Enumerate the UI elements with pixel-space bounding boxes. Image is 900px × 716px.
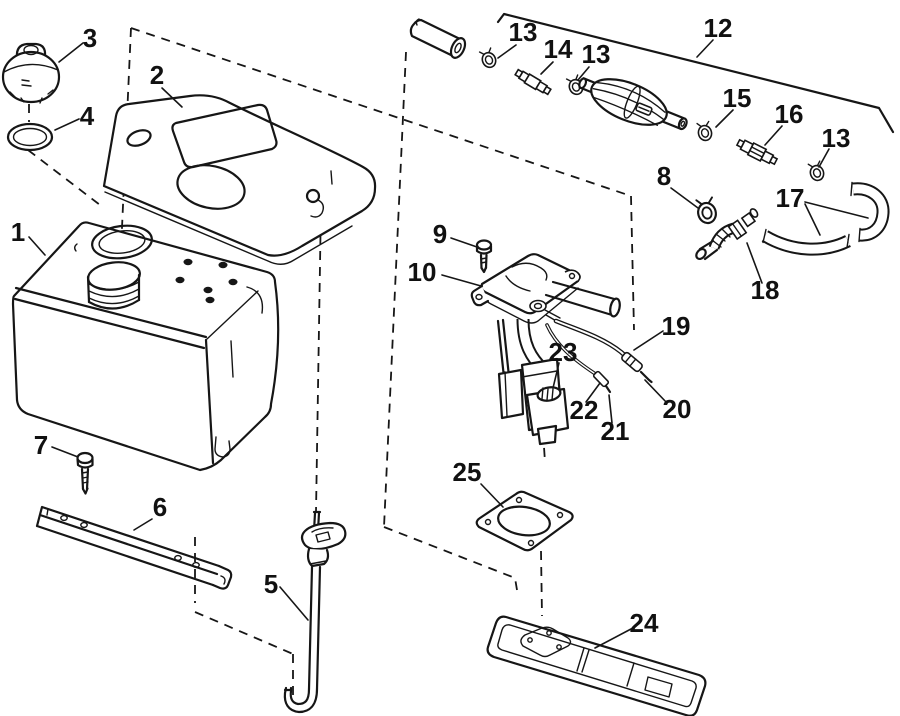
kit-tube xyxy=(409,18,467,59)
leader-part-3 xyxy=(58,42,84,63)
callout-part-16: 16 xyxy=(775,99,804,129)
callout-part-24: 24 xyxy=(630,608,659,638)
leader-part-17 xyxy=(804,201,869,236)
leader-part-16 xyxy=(764,125,783,146)
vent-hole-dots xyxy=(175,258,238,304)
callout-part-5: 5 xyxy=(264,569,278,599)
callout-part-6: 6 xyxy=(153,492,167,522)
tank-lid xyxy=(102,94,377,265)
callout-part-4: 4 xyxy=(80,101,95,131)
wire-assembly-21-22 xyxy=(545,323,612,394)
leader-part-21 xyxy=(608,394,613,424)
clamp-13-a xyxy=(477,46,499,71)
callout-part-19: 19 xyxy=(662,311,691,341)
hose-17-lower xyxy=(761,228,851,256)
callout-part-2: 2 xyxy=(150,60,164,90)
callout-part-13-c: 13 xyxy=(822,123,851,153)
leader-part-6 xyxy=(133,518,153,531)
oil-tank xyxy=(11,221,280,472)
pump-handle xyxy=(544,280,621,318)
hose-clamp-23 xyxy=(536,386,562,402)
clamp-8 xyxy=(693,195,720,227)
leader-part-15 xyxy=(715,109,734,128)
clamp-13-c xyxy=(806,159,827,184)
gasket-25 xyxy=(475,490,574,552)
leader-part-25 xyxy=(480,483,504,508)
leader-part-1 xyxy=(28,236,46,256)
screw-9 xyxy=(475,239,493,274)
callout-part-9: 9 xyxy=(433,219,447,249)
leader-part-19 xyxy=(633,330,664,351)
barb-fitting-16 xyxy=(735,138,779,166)
callout-part-17: 17 xyxy=(776,183,805,213)
cap-o-ring xyxy=(6,122,54,152)
callout-part-22: 22 xyxy=(570,395,599,425)
leader-part-13-a xyxy=(497,44,517,59)
mounting-plate-24 xyxy=(486,615,707,716)
leader-part-5 xyxy=(279,586,309,621)
mounting-rail xyxy=(35,505,233,590)
callouts: 1 2 3 4 5 6 7 8 9 10 12 13 14 13 15 16 1… xyxy=(11,13,851,638)
callout-part-13-a: 13 xyxy=(509,17,538,47)
inline-fitting-14 xyxy=(514,68,552,96)
leader-part-20 xyxy=(644,379,668,404)
callout-part-18: 18 xyxy=(751,275,780,305)
callout-part-21: 21 xyxy=(601,416,630,446)
leader-part-4 xyxy=(54,118,80,131)
hose-17-upper xyxy=(850,181,890,243)
callout-part-25: 25 xyxy=(453,457,482,487)
elbow-fitting-18 xyxy=(695,208,759,261)
leader-part-22 xyxy=(585,382,601,403)
callout-part-15: 15 xyxy=(723,83,752,113)
callout-part-20: 20 xyxy=(663,394,692,424)
pump-top-plate xyxy=(470,253,581,324)
leader-part-13-c xyxy=(818,148,830,168)
kit-12-bracket-line xyxy=(496,12,895,134)
leader-part-12 xyxy=(696,39,714,58)
leader-part-14 xyxy=(540,61,554,75)
leader-part-23 xyxy=(552,362,560,389)
filler-cap xyxy=(1,42,61,104)
callout-part-14: 14 xyxy=(544,34,573,64)
leader-part-7 xyxy=(51,446,79,458)
callout-part-3: 3 xyxy=(83,23,97,53)
pump-body xyxy=(497,357,570,446)
callout-part-13-b: 13 xyxy=(582,39,611,69)
leader-part-18 xyxy=(746,242,763,284)
callout-part-10: 10 xyxy=(408,257,437,287)
callout-part-8: 8 xyxy=(657,161,671,191)
leader-part-2 xyxy=(161,87,183,108)
screw-7 xyxy=(76,451,94,495)
callout-part-12: 12 xyxy=(704,13,733,43)
leader-part-10 xyxy=(441,274,482,287)
callout-part-7: 7 xyxy=(34,430,48,460)
pickup-tube xyxy=(283,510,347,714)
wire-assembly-19-20 xyxy=(553,318,653,384)
leader-part-13-b xyxy=(577,66,590,81)
leader-part-9 xyxy=(450,237,478,248)
fuel-filter xyxy=(578,77,688,131)
leader-lines xyxy=(28,39,869,649)
oil-pump-assembly xyxy=(470,253,621,446)
callout-part-1: 1 xyxy=(11,217,25,247)
clamp-15 xyxy=(695,119,715,143)
leader-part-24 xyxy=(594,628,632,649)
leader-part-8 xyxy=(670,187,699,209)
callout-part-23: 23 xyxy=(549,337,578,367)
